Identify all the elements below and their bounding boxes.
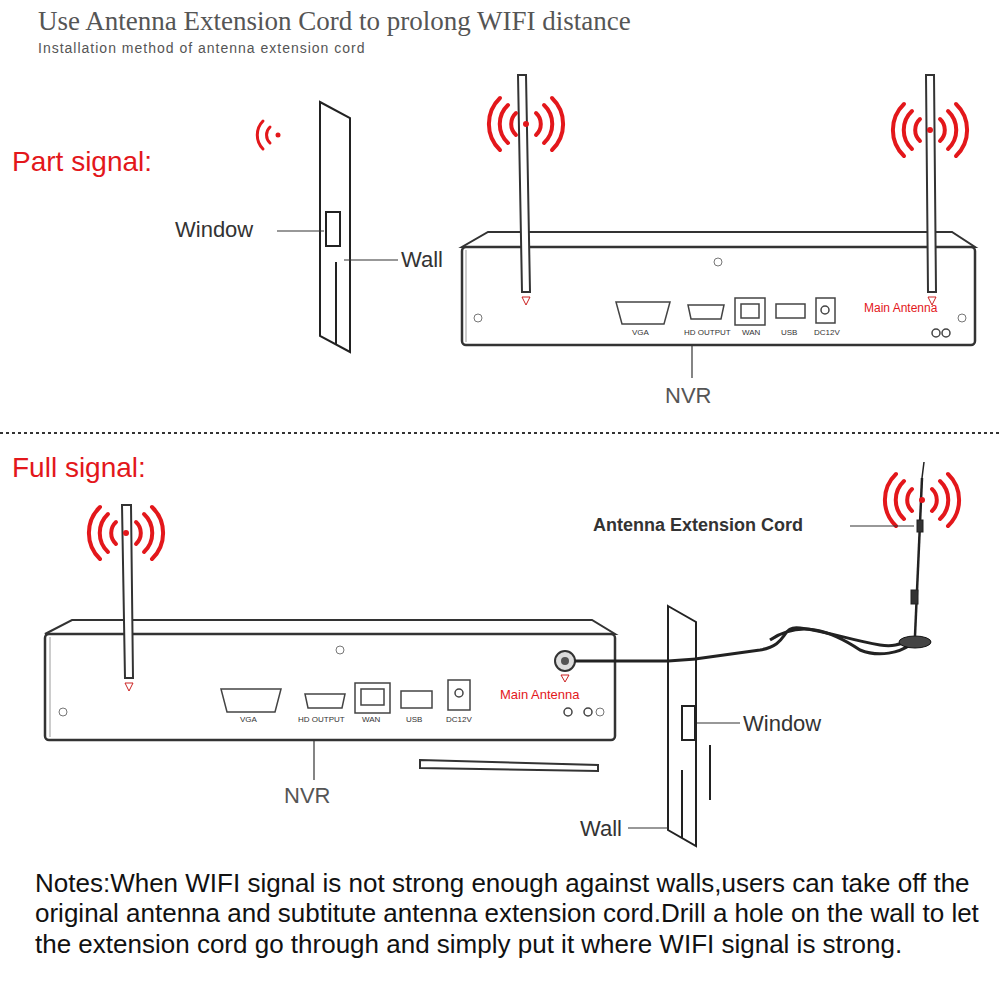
part-label: Wall xyxy=(401,247,443,272)
main-antenna-connector xyxy=(555,651,575,682)
part-label: Antenna Extension Cord xyxy=(593,515,803,536)
port-label: WAN xyxy=(742,328,760,337)
window xyxy=(682,706,695,740)
part-label: Main Antenna xyxy=(864,302,937,316)
wall xyxy=(320,102,350,352)
detached-antenna xyxy=(420,760,598,771)
signal-icon xyxy=(257,121,280,149)
part-label: Window xyxy=(743,711,821,736)
wall xyxy=(668,606,710,846)
port-label: VGA xyxy=(240,715,257,724)
subtitle: Installation method of antenna extension… xyxy=(38,40,366,56)
part-label: Main Antenna xyxy=(500,688,580,703)
port-label: USB xyxy=(406,715,422,724)
ports xyxy=(221,680,592,716)
section-heading: Part signal: xyxy=(12,146,152,178)
port-label: USB xyxy=(781,328,797,337)
title: Use Antenna Extension Cord to prolong WI… xyxy=(38,6,631,37)
part-label: Window xyxy=(175,217,253,242)
extension-cord xyxy=(575,462,931,661)
part-label: NVR xyxy=(284,783,330,808)
signal-icon xyxy=(89,507,163,559)
port-label: DC12V xyxy=(814,328,840,337)
signal-icon xyxy=(885,474,959,526)
nvr-housing xyxy=(462,232,975,345)
part-label: Wall xyxy=(580,816,622,841)
window xyxy=(326,212,340,246)
part-label: NVR xyxy=(665,383,711,408)
port-label: HD OUTPUT xyxy=(298,715,345,724)
port-label: WAN xyxy=(362,715,380,724)
signal-icon xyxy=(489,98,563,150)
port-label: VGA xyxy=(632,328,649,337)
signal-icon xyxy=(893,104,967,156)
notes: Notes:When WIFI signal is not strong eno… xyxy=(35,868,980,959)
port-label: HD OUTPUT xyxy=(684,328,731,337)
port-label: DC12V xyxy=(446,715,472,724)
ports xyxy=(616,298,950,337)
section-heading: Full signal: xyxy=(12,452,146,484)
antenna xyxy=(518,75,936,305)
